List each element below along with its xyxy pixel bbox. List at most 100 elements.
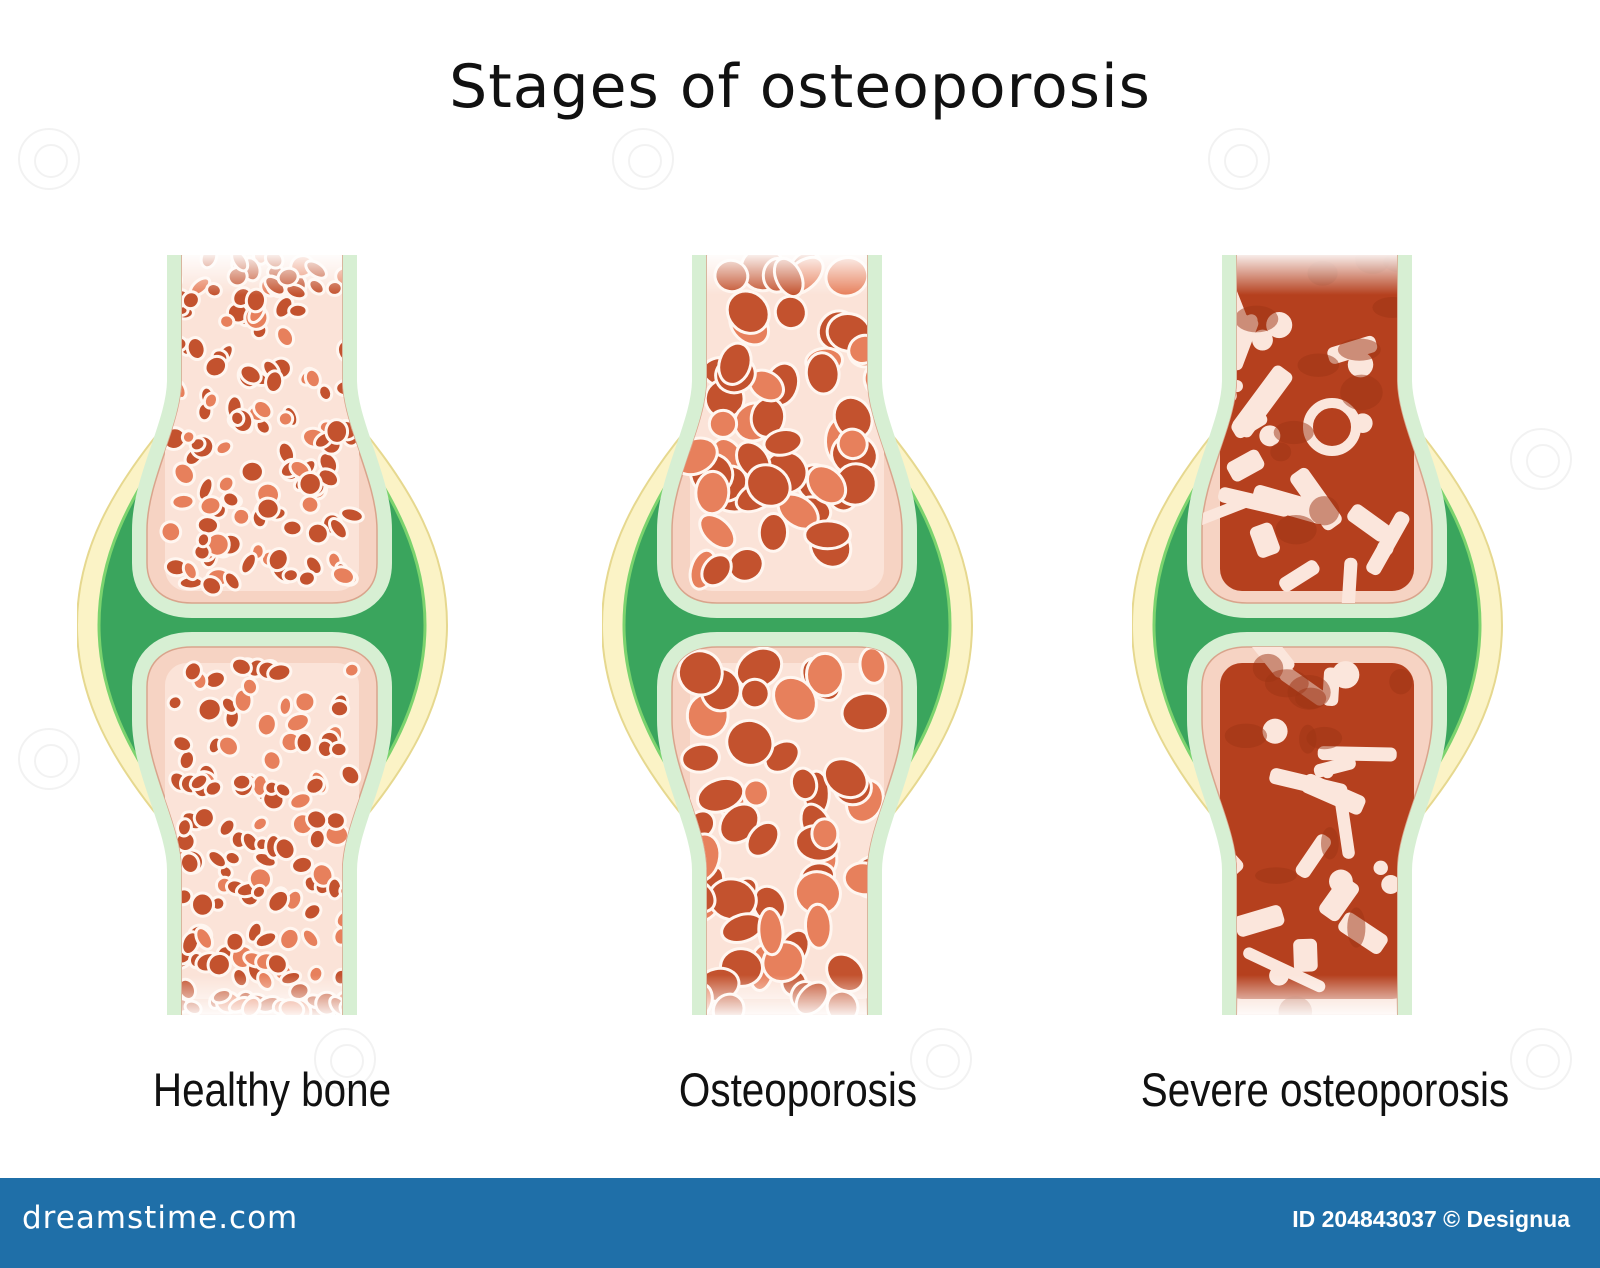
trabecular-pore (238, 363, 263, 386)
trabecular-pore (190, 891, 216, 918)
trabecular-pore (287, 302, 309, 319)
trabecular-pore (836, 427, 869, 461)
trabecular-pore (694, 469, 731, 516)
joint-illustration (1132, 255, 1504, 1015)
trabecular-pore (299, 494, 321, 515)
trabecular-pore (172, 461, 196, 486)
trabecular-pore (203, 354, 229, 379)
watermark-swirl-icon (1510, 428, 1572, 490)
trabecular-pore (203, 779, 224, 798)
trabecular-pore (822, 757, 869, 800)
trabecular-pore (324, 418, 350, 445)
trabecular-pore (217, 734, 240, 758)
trabecular-pore (307, 827, 327, 851)
trabecular-pore (739, 677, 771, 710)
trabecular-pore (253, 930, 279, 950)
trabecular-pore (218, 313, 236, 330)
trabecular-pore (175, 817, 193, 838)
trabecular-pore (276, 410, 295, 428)
trabecular-pore (252, 398, 274, 421)
trabecular-pore (725, 718, 775, 767)
upper-bone-spongy-tissue (157, 255, 365, 597)
trabecular-pore (742, 778, 770, 808)
trabecular-pore (261, 749, 283, 772)
brand-logo[interactable]: dreamstime.com (22, 1200, 299, 1236)
trabecular-pore (188, 772, 210, 792)
trabecular-pore (302, 902, 323, 922)
trabecular-pore (297, 470, 323, 497)
footer-bar: dreamstime.com ID 204843037 © Designua (0, 1178, 1600, 1268)
trabecular-pore (275, 325, 296, 349)
trabecular-pore (316, 467, 341, 489)
trabecular-pore (223, 850, 242, 867)
lower-bone-spongy-tissue (676, 647, 895, 1015)
trabecular-pore (206, 951, 232, 978)
trabecular-pore (745, 820, 781, 858)
trabecular-pore (206, 849, 228, 870)
trabecular-pore (266, 888, 291, 914)
trabecular-pore (230, 656, 253, 677)
trabecular-pore (266, 547, 290, 573)
trabecular-pore (717, 341, 753, 386)
trabecular-pore (266, 662, 293, 683)
trabecular-pore (288, 791, 313, 811)
trabecular-pore (159, 520, 183, 544)
trabecular-pore (171, 734, 194, 754)
trabecular-pore (170, 492, 196, 511)
trabecular-pore (805, 464, 848, 506)
trabecular-pore (196, 696, 223, 723)
trabecular-pore (328, 517, 349, 541)
upper-bone-spongy-tissue (1202, 255, 1421, 603)
trabecular-pore (290, 854, 314, 875)
trabecular-pore (195, 515, 221, 536)
trabecular-pore (339, 763, 362, 787)
trabecular-pore (239, 551, 258, 576)
trabecular-pore (281, 518, 304, 538)
watermark-swirl-icon (1208, 128, 1270, 190)
trabecular-pore (216, 474, 236, 494)
trabecular-pore (342, 661, 361, 679)
label-healthy-bone: Healthy bone (152, 1063, 392, 1116)
trabecular-pore (680, 742, 721, 774)
trabecular-pore (230, 772, 253, 792)
trabecular-pore (181, 560, 199, 582)
trabecular-pore (217, 817, 237, 838)
joint-osteoporosis (602, 255, 982, 1015)
watermark-swirl-icon (314, 1028, 376, 1090)
trabecular-pore (273, 836, 297, 862)
trabecular-pore (698, 513, 737, 551)
joint-illustration (602, 255, 974, 1015)
trabecular-pore (330, 565, 356, 586)
trabecular-pore (182, 660, 203, 683)
joint-healthy-bone (77, 255, 457, 1015)
trabecular-pore (222, 570, 242, 592)
trabecular-pore (803, 519, 852, 551)
trabecular-pore (180, 429, 197, 445)
trabecular-pore (789, 766, 819, 802)
trabecular-pore (264, 369, 285, 394)
trabecular-pore (200, 575, 224, 597)
trabecular-pore (240, 830, 261, 854)
trabecular-pore (277, 695, 294, 717)
trabecular-pore (185, 336, 207, 362)
trabecular-pore (745, 463, 792, 508)
trabecular-pore (293, 690, 317, 714)
trabecular-pore (294, 731, 314, 755)
trabecular-pore (324, 810, 347, 831)
watermark-swirl-icon (18, 728, 80, 790)
trabecular-pore (297, 569, 317, 588)
trabecular-pore (305, 808, 329, 831)
image-credit: ID 204843037 © Designua (1292, 1206, 1570, 1232)
upper-bone-spongy-tissue (672, 255, 896, 591)
trabecular-pore (229, 409, 246, 427)
trabecular-pore (255, 711, 278, 738)
trabecular-pore (804, 651, 845, 698)
trabecular-pore (303, 367, 322, 390)
trabecular-pore (305, 521, 330, 546)
trabecular-pore (339, 506, 365, 524)
diagram-title: Stages of osteoporosis (449, 52, 1151, 122)
trabecular-pore (804, 351, 841, 396)
trabecular-pore (762, 428, 804, 457)
trabecular-pore (166, 694, 184, 712)
watermark-swirl-icon (612, 128, 674, 190)
